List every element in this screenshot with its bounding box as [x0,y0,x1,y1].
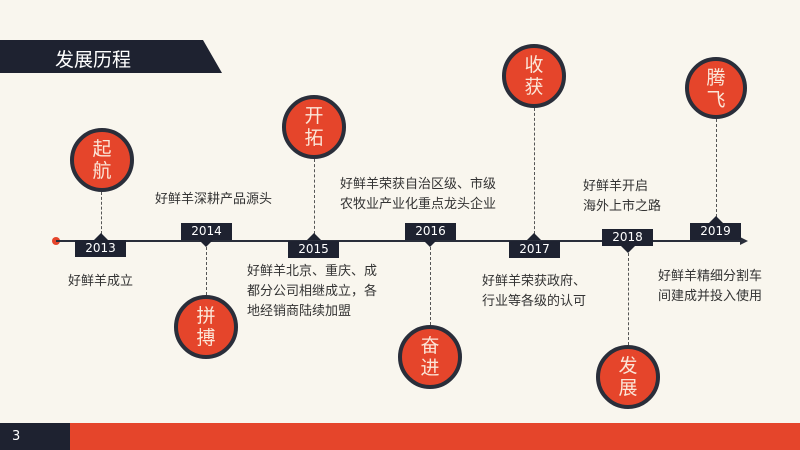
timeline-axis [56,240,742,242]
year-2018: 2018 [602,229,653,246]
marker-2013 [94,233,108,240]
year-2019: 2019 [690,223,741,240]
badge-2014: 拼搏 [174,295,238,359]
marker-2014 [199,240,213,247]
connector-2018 [628,253,629,345]
year-2016: 2016 [405,223,456,240]
desc-2013: 好鲜羊成立 [68,274,134,289]
year-2015: 2015 [288,241,339,258]
marker-2015 [307,233,321,240]
badge-2019: 腾飞 [685,57,747,119]
connector-2013 [101,192,102,234]
footer-bar [70,423,800,450]
badge-2016: 奋进 [398,325,462,389]
desc-2016: 好鲜羊荣获自治区级、市级农牧业产业化重点龙头企业 [340,177,497,212]
year-2017: 2017 [509,241,560,258]
connector-2015 [314,159,315,234]
connector-2017 [534,108,535,234]
desc-2014: 好鲜羊深耕产品源头 [155,192,273,207]
badge-2017: 收获 [502,44,566,108]
badge-2015: 开拓 [282,95,346,159]
connector-2014 [206,247,207,295]
badge-2018: 发展 [596,345,660,409]
marker-2017 [527,233,541,240]
connector-2019 [716,119,717,217]
desc-2019: 好鲜羊精细分割车间建成并投入使用 [658,269,763,304]
year-2013: 2013 [75,240,126,257]
page-number: 3 [0,423,70,450]
timeline-arrow-icon [740,237,748,245]
marker-2016 [423,240,437,247]
connector-2016 [430,247,431,325]
page-title: 发展历程 [55,49,132,71]
year-2014: 2014 [181,223,232,240]
title-banner: 发展历程 [0,40,222,73]
desc-2017: 好鲜羊荣获政府、行业等各级的认可 [482,274,587,309]
badge-2013: 起航 [70,128,134,192]
marker-2019 [709,216,723,223]
desc-2015: 好鲜羊北京、重庆、成都分公司相继成立，各地经销商陆续加盟 [247,264,378,319]
desc-2018: 好鲜羊开启海外上市之路 [583,179,662,214]
marker-2018 [621,246,635,253]
